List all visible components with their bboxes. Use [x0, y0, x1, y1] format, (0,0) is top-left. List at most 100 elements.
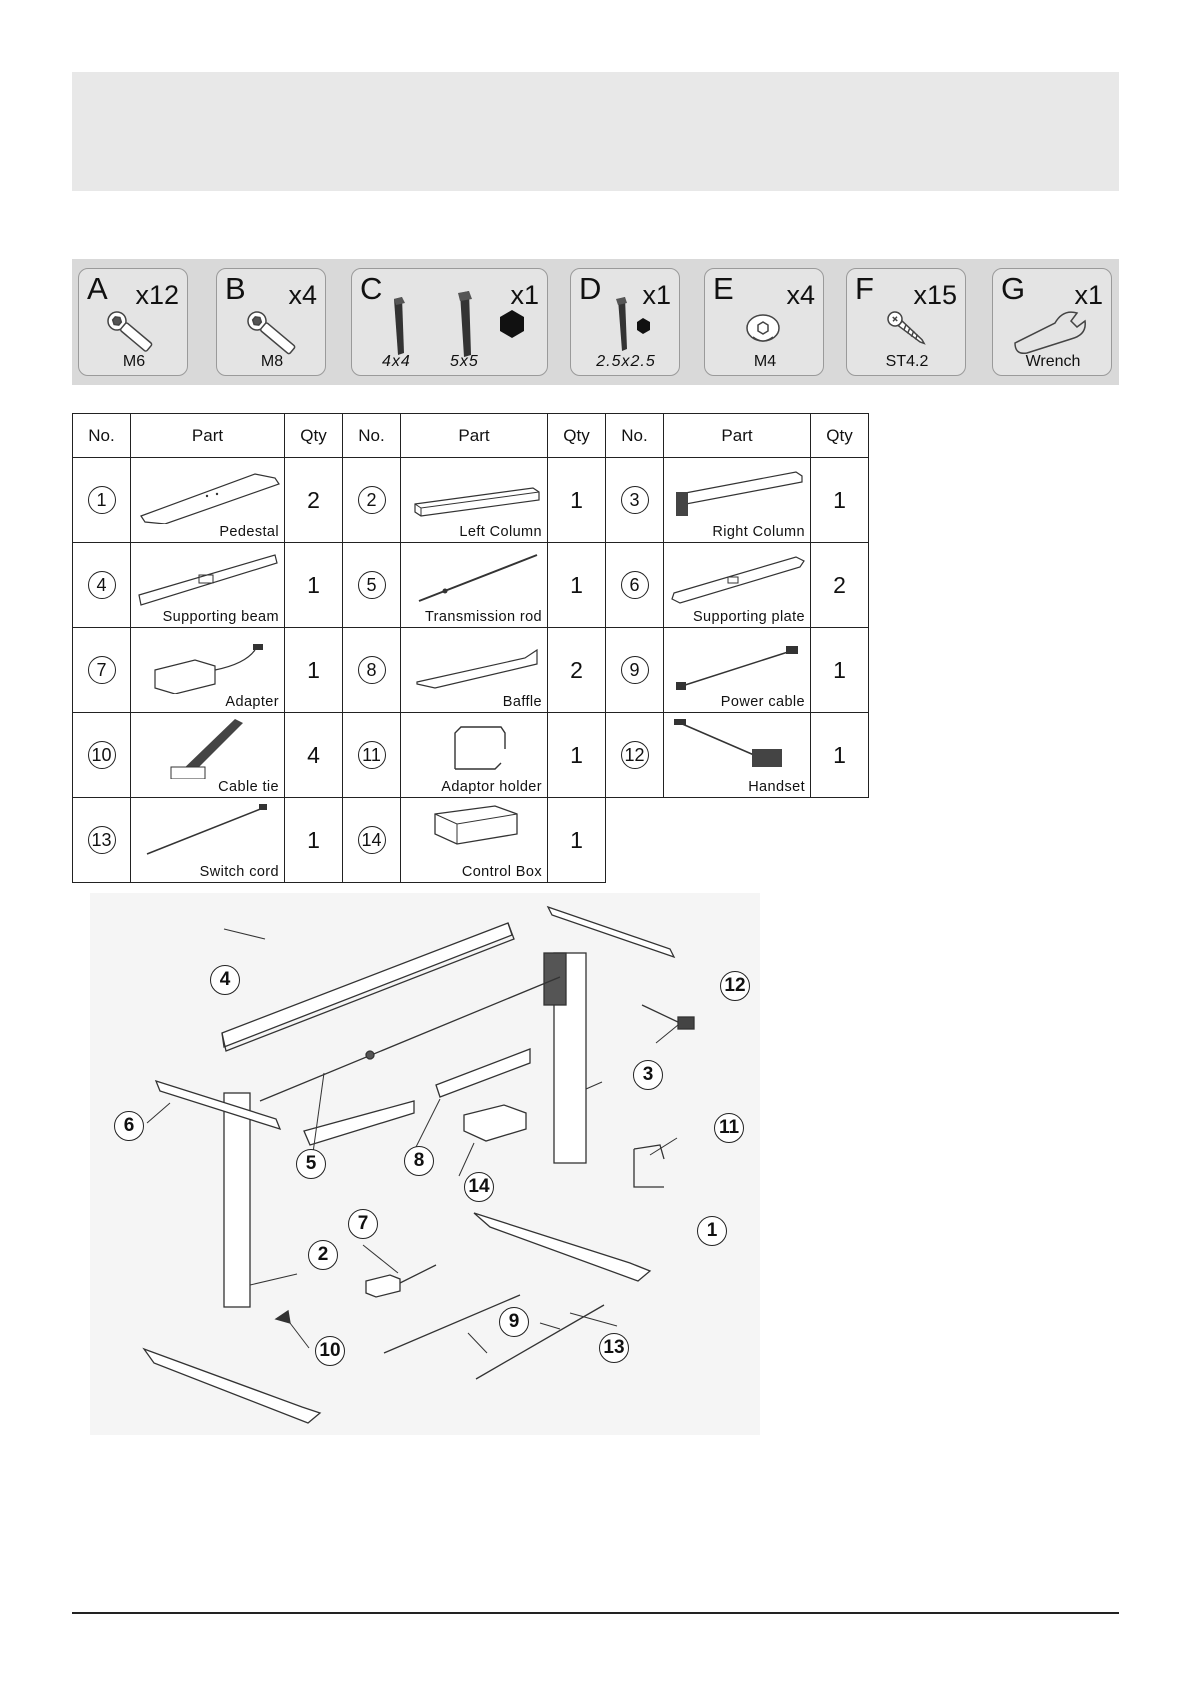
part-qty: 2	[547, 627, 606, 713]
hardware-card-d: D x1 2.5x2.5	[570, 268, 680, 376]
part-number: 10	[87, 741, 116, 769]
part-qty: 1	[284, 627, 343, 713]
part-cell-supporting-plate: Supporting plate	[663, 542, 811, 628]
hardware-card-f: F x15 ST4.2	[846, 268, 966, 376]
hardware-size: M6	[122, 353, 146, 370]
wrench-icon	[1014, 311, 1086, 355]
part-label: Right Column	[712, 524, 805, 540]
hardware-qty: x4	[288, 280, 317, 310]
button-head-screw-icon	[746, 314, 780, 342]
part-number: 1	[87, 486, 116, 514]
table-row: 10 Cable tie 4 11 Adaptor holder 1 12 Ha…	[72, 712, 869, 798]
part-label: Supporting plate	[692, 609, 805, 625]
assembly-drawing	[142, 905, 695, 1424]
supporting-plate-drawing	[671, 556, 805, 604]
part-cell-supporting-beam: Supporting beam	[130, 542, 285, 628]
hardware-size: 5x5	[450, 353, 479, 370]
phillips-screw-icon	[887, 311, 926, 345]
part-label: Transmission rod	[424, 609, 542, 625]
callout-7: 7	[348, 1209, 378, 1239]
hardware-letter: B	[225, 271, 246, 306]
part-label: Switch cord	[199, 864, 279, 880]
switch-cord-drawing	[146, 804, 267, 855]
part-qty: 1	[810, 627, 869, 713]
hex-socket-bolt-icon	[107, 311, 153, 352]
part-qty: 1	[284, 542, 343, 628]
hardware-strip: A x12 M6 B x4 M8 C x1 4x4	[72, 259, 1119, 385]
adaptor-holder-drawing	[454, 726, 506, 770]
callout-14: 14	[464, 1172, 494, 1202]
part-number: 13	[87, 826, 116, 854]
callout-3: 3	[633, 1060, 663, 1090]
column-header-qty: Qty	[547, 413, 606, 458]
part-cell-control-box: Control Box	[400, 797, 548, 883]
part-cell-adapter: Adapter	[130, 627, 285, 713]
part-number: 3	[620, 486, 649, 514]
part-cell-adaptor-holder: Adaptor holder	[400, 712, 548, 798]
part-number: 7	[87, 656, 116, 684]
part-cell-pedestal: Pedestal	[130, 457, 285, 543]
part-label: Supporting beam	[162, 609, 279, 625]
power-cable-drawing	[676, 646, 798, 690]
part-label: Control Box	[461, 864, 542, 880]
callout-13: 13	[599, 1333, 629, 1363]
supporting-beam-drawing	[138, 554, 278, 606]
hardware-qty: x4	[786, 280, 815, 310]
part-qty: 1	[547, 457, 606, 543]
part-number: 11	[357, 741, 386, 769]
column-header-qty: Qty	[284, 413, 343, 458]
column-header-part: Part	[663, 413, 811, 458]
column-header-part: Part	[130, 413, 285, 458]
column-header-no: No.	[72, 413, 131, 458]
hardware-size: 2.5x2.5	[596, 353, 656, 370]
callout-4: 4	[210, 965, 240, 995]
adapter-drawing	[154, 644, 263, 694]
parts-table: No. Part Qty No. Part Qty No. Part Qty 1…	[72, 413, 869, 883]
hardware-qty: x1	[1074, 280, 1103, 310]
column-header-no: No.	[342, 413, 401, 458]
part-cell-handset: Handset	[663, 712, 811, 798]
part-number: 12	[620, 741, 649, 769]
hardware-letter: E	[713, 271, 734, 306]
part-qty: 1	[547, 542, 606, 628]
column-header-qty: Qty	[810, 413, 869, 458]
part-cell-transmission-rod: Transmission rod	[400, 542, 548, 628]
part-number: 9	[620, 656, 649, 684]
hardware-size: 4x4	[382, 353, 411, 370]
callout-9: 9	[499, 1307, 529, 1337]
allen-key-icon	[394, 291, 524, 357]
hardware-qty: x15	[913, 280, 957, 310]
part-number: 2	[357, 486, 386, 514]
part-cell-baffle: Baffle	[400, 627, 548, 713]
part-label: Power cable	[720, 694, 805, 710]
part-qty: 1	[810, 712, 869, 798]
hardware-letter: G	[1001, 271, 1026, 306]
part-qty: 1	[284, 797, 343, 883]
part-label: Adaptor holder	[441, 779, 542, 795]
allen-key-icon	[616, 297, 650, 351]
cable-tie-drawing	[170, 719, 243, 779]
part-qty: 2	[284, 457, 343, 543]
part-cell-cable-tie: Cable tie	[130, 712, 285, 798]
callout-1: 1	[697, 1216, 727, 1246]
part-number: 8	[357, 656, 386, 684]
hardware-letter: D	[579, 271, 602, 306]
part-qty: 1	[547, 712, 606, 798]
hardware-card-b: B x4 M8	[216, 268, 326, 376]
part-qty: 1	[547, 797, 606, 883]
table-row: 13 Switch cord 1 14 Control Box 1	[72, 797, 869, 883]
column-header-no: No.	[605, 413, 664, 458]
hardware-card-c: C x1 4x4 5x5	[351, 268, 548, 376]
callout-2: 2	[308, 1240, 338, 1270]
countersunk-bolt-icon	[247, 311, 296, 355]
pedestal-drawing	[140, 473, 280, 524]
part-number: 14	[357, 826, 386, 854]
hardware-card-e: E x4 M4	[704, 268, 824, 376]
callout-8: 8	[404, 1146, 434, 1176]
part-label: Baffle	[502, 694, 542, 710]
hardware-letter: C	[360, 271, 383, 306]
part-qty: 4	[284, 712, 343, 798]
part-qty: 1	[810, 457, 869, 543]
header-band	[72, 72, 1119, 191]
part-label: Left Column	[459, 524, 542, 540]
